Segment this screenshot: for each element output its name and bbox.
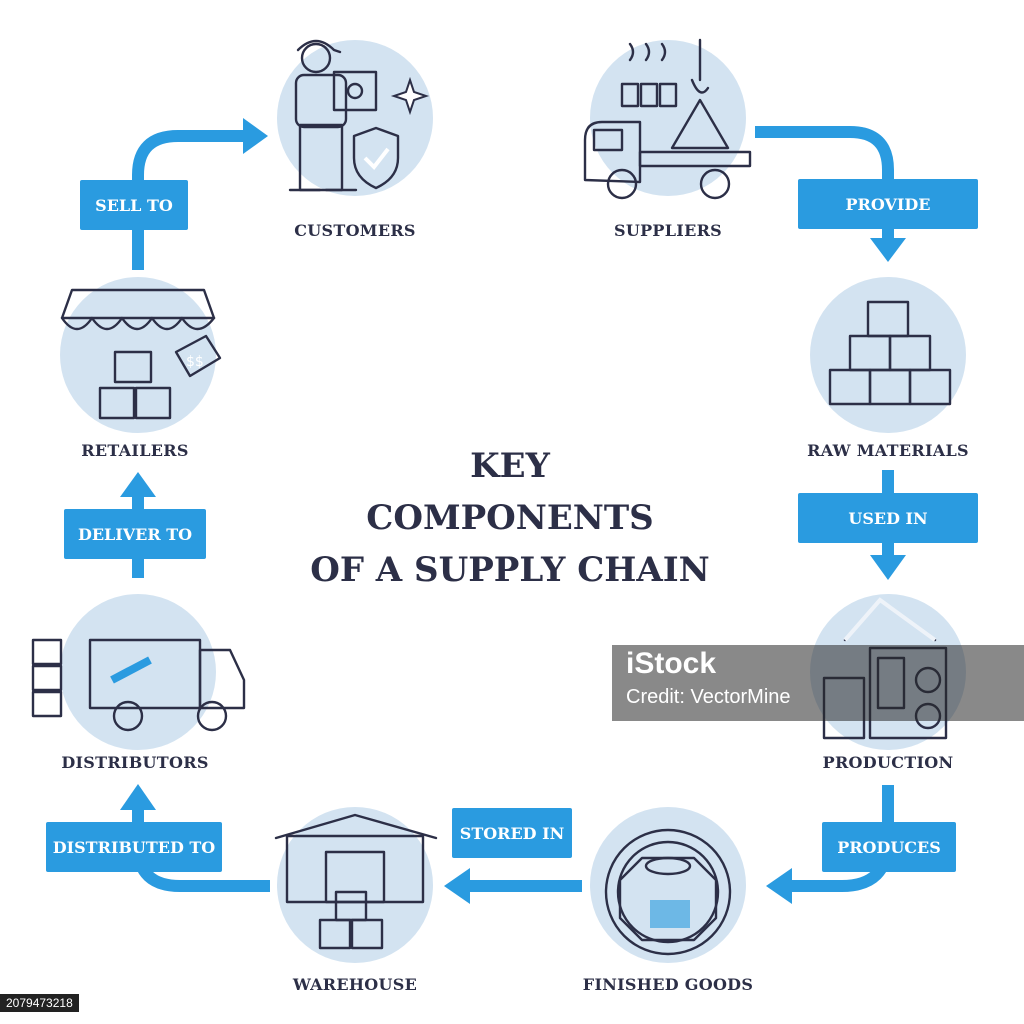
connector-sell-to <box>132 130 245 270</box>
raw-materials-circle <box>810 277 966 433</box>
label-distributors: DISTRIBUTORS <box>61 753 209 772</box>
arrowhead-deliver-to <box>120 472 156 497</box>
watermark-brand: iStock <box>626 647 717 680</box>
warehouse-building-icon <box>274 813 438 950</box>
arrowhead-provide <box>870 238 906 262</box>
arrowheads <box>120 118 906 904</box>
tag-deliver-to: DELIVER TO <box>64 509 206 559</box>
price-tag-icon: $$ <box>174 334 222 378</box>
title-line-3: OF A SUPPLY CHAIN <box>310 550 710 590</box>
tag-provide: PROVIDE <box>798 179 978 229</box>
connector-provide <box>755 126 894 240</box>
tag-distributed-to: DISTRIBUTED TO <box>46 822 222 872</box>
tag-stored-in: STORED IN <box>452 808 572 858</box>
check-shield-icon <box>352 126 400 190</box>
label-suppliers: SUPPLIERS <box>613 221 723 240</box>
tag-used-in: USED IN <box>798 493 978 543</box>
tag-produces: PRODUCES <box>822 822 956 872</box>
customer-person-icon <box>288 39 378 192</box>
arrowhead-used-in <box>870 555 906 580</box>
arrowhead-stored-in <box>444 868 470 904</box>
store-awning-icon <box>60 288 216 420</box>
title-line-2: COMPONENTS <box>366 498 654 538</box>
stock-watermark: iStock Credit: VectorMine <box>612 645 1024 721</box>
title-line-1: KEY <box>470 446 550 486</box>
label-warehouse: WAREHOUSE <box>292 975 418 994</box>
distributor-truck-icon <box>31 638 246 732</box>
label-customers: CUSTOMERS <box>294 221 416 240</box>
diagram-title: KEY COMPONENTS OF A SUPPLY CHAIN <box>260 440 760 596</box>
distributors-circle <box>60 594 216 750</box>
sparkle-icon <box>390 76 430 116</box>
label-retailers: RETAILERS <box>81 441 189 460</box>
customers-circle <box>277 40 433 196</box>
label-finished-goods: FINISHED GOODS <box>582 975 754 994</box>
label-raw-materials: RAW MATERIALS <box>807 441 969 460</box>
warehouse-circle <box>277 807 433 963</box>
tag-sell-to: SELL TO <box>80 180 188 230</box>
stock-id-badge: 2079473218 <box>0 994 79 1012</box>
arrowhead-distributed-to <box>120 784 156 810</box>
gear-nut-icon <box>604 828 732 956</box>
supplier-truck-icon <box>583 38 752 200</box>
arrowhead-sell-to <box>243 118 268 154</box>
label-production: PRODUCTION <box>822 753 954 772</box>
suppliers-circle <box>590 40 746 196</box>
svg-text:$$: $$ <box>186 354 204 370</box>
arrowhead-produces <box>766 868 792 904</box>
watermark-credit: Credit: VectorMine <box>626 686 791 708</box>
raw-materials-icon <box>828 300 952 406</box>
